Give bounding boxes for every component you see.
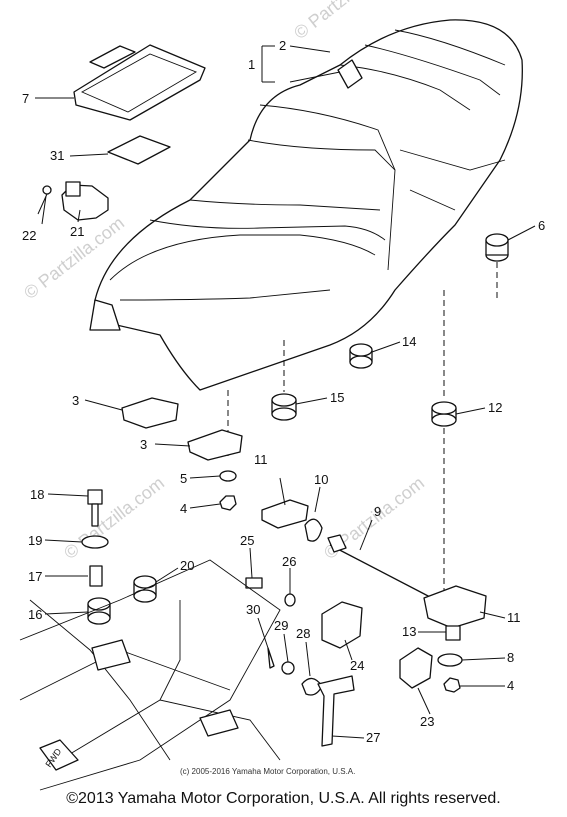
inner-copyright: (c) 2005-2016 Yamaha Motor Corporation, … [180,767,355,776]
seat-assembly[interactable] [89,19,523,391]
callout-16: 16 [28,607,42,622]
cover-23[interactable] [399,647,433,689]
pad-31[interactable] [107,135,171,165]
callout-9: 9 [374,504,381,519]
callout-3-lower: 3 [140,437,147,452]
bracket-11-right[interactable] [423,585,487,629]
callout-labels: 1 2 7 31 21 22 6 14 15 12 3 3 5 4 11 10 … [22,38,545,745]
storage-tray[interactable] [73,44,206,121]
damper-14[interactable] [349,343,373,369]
callout-21: 21 [70,224,84,239]
callout-19: 19 [28,533,42,548]
leader-lines [35,45,536,739]
callout-28: 28 [296,626,310,641]
washer-29[interactable] [281,661,295,675]
callout-3-upper: 3 [72,393,79,408]
callout-11-right: 11 [507,610,521,625]
callout-4-right: 4 [507,678,514,693]
lock-24[interactable] [321,601,363,649]
callout-17: 17 [28,569,42,584]
lock-rod-9[interactable] [327,534,433,599]
callout-25: 25 [240,533,254,548]
callout-26: 26 [282,554,296,569]
callout-23: 23 [420,714,434,729]
damper-15[interactable] [271,393,297,421]
callout-11-left: 11 [254,452,268,467]
lever-27[interactable] [317,675,355,747]
damper-12[interactable] [431,401,457,427]
callout-18: 18 [30,487,44,502]
nut-4-right[interactable] [443,677,461,693]
callout-1: 1 [248,57,255,72]
bolt-25[interactable] [245,577,263,589]
bracket-3-upper[interactable] [121,397,179,429]
callout-30: 30 [246,602,260,617]
spring-10[interactable] [304,518,323,542]
watermark: © Partzilla.com [290,0,398,43]
callout-31: 31 [50,148,64,163]
pin-30[interactable] [267,647,275,669]
callout-14: 14 [402,334,416,349]
callout-24: 24 [350,658,364,673]
callout-29: 29 [274,618,288,633]
washer-26[interactable] [284,593,296,607]
washer-8[interactable] [437,653,463,667]
washer-5[interactable] [219,470,237,482]
callout-22: 22 [22,228,36,243]
callout-12: 12 [488,400,502,415]
callout-4-left: 4 [180,501,187,516]
copyright-footer: ©2013 Yamaha Motor Corporation, U.S.A. A… [66,790,501,807]
nut-4[interactable] [219,495,237,511]
damper-20[interactable] [133,575,157,603]
damper-16[interactable] [87,597,111,625]
collar-17[interactable] [89,565,103,587]
bracket-3-lower[interactable] [187,429,243,461]
callout-20: 20 [180,558,194,573]
callout-7: 7 [22,91,29,106]
damper-6[interactable] [485,233,509,262]
bolt-18[interactable] [87,489,103,527]
callout-10: 10 [314,472,328,487]
bracket-11-left[interactable] [261,499,309,529]
callout-27: 27 [366,730,380,745]
watermark: © Partzilla.com [60,473,168,563]
frame: FWD [19,559,281,791]
callout-6: 6 [538,218,545,233]
seat-lock[interactable] [37,181,109,221]
callout-5: 5 [180,471,187,486]
callout-2: 2 [279,38,286,53]
washer-19[interactable] [81,535,109,549]
collar-13[interactable] [445,625,461,641]
center-lines [227,262,498,590]
callout-8: 8 [507,650,514,665]
callout-15: 15 [330,390,344,405]
callout-13: 13 [402,624,416,639]
